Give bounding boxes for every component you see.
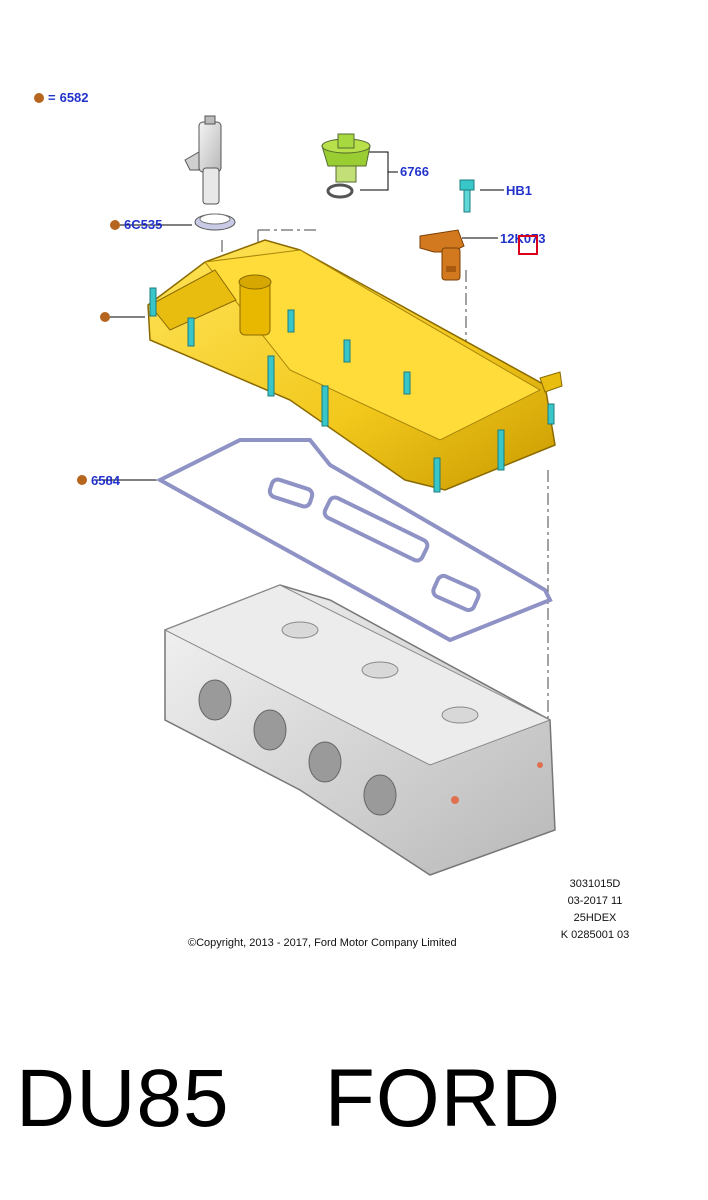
- footer-code: DU85: [16, 1053, 230, 1144]
- oil-control-solenoid: [184, 115, 222, 205]
- legend-code: 6582: [59, 90, 89, 105]
- oil-filler-cap: [321, 133, 371, 183]
- callout-dot-icon: [100, 312, 110, 322]
- callout-6c535[interactable]: 6C535: [124, 217, 163, 232]
- illustration-codes: 3031015D 03-2017 11 25HDEX K 0285001 03: [540, 876, 650, 944]
- cylinder-head: [163, 584, 556, 876]
- exploded-view-illustration: [95, 115, 563, 876]
- valve-cover-gasket: [155, 438, 553, 643]
- code-line: 3031015D: [569, 878, 621, 890]
- callout-6584[interactable]: 6584: [91, 473, 120, 488]
- code-line: K 0285001 03: [560, 929, 630, 941]
- callout-12k073[interactable]: 12K073: [500, 231, 546, 246]
- callout-dot-icon: [34, 92, 44, 103]
- footer-brand: FORD: [324, 1053, 562, 1144]
- callout-dot-icon: [77, 475, 87, 485]
- bolt-hb1: [459, 179, 475, 213]
- callout-dot-icon: [110, 220, 120, 230]
- footer-title: DU85 FORD: [16, 1052, 561, 1146]
- legend-equals: =: [48, 90, 56, 105]
- legend: = 6582: [34, 90, 89, 105]
- callout-hb1[interactable]: HB1: [506, 183, 533, 198]
- oil-cap-seal: [326, 183, 354, 199]
- code-line: 25HDEX: [573, 912, 617, 924]
- leader-lines: [95, 151, 504, 481]
- highlight-box: [518, 235, 538, 255]
- callout-6766[interactable]: 6766: [400, 164, 429, 179]
- code-line: 03-2017 11: [567, 895, 623, 907]
- solenoid-seal-ring: [194, 213, 236, 231]
- valve-cover: [147, 239, 563, 491]
- copyright-notice: ©Copyright, 2013 - 2017, Ford Motor Comp…: [188, 937, 457, 949]
- camshaft-position-sensor: [419, 229, 465, 281]
- cover-bolts: [149, 287, 555, 493]
